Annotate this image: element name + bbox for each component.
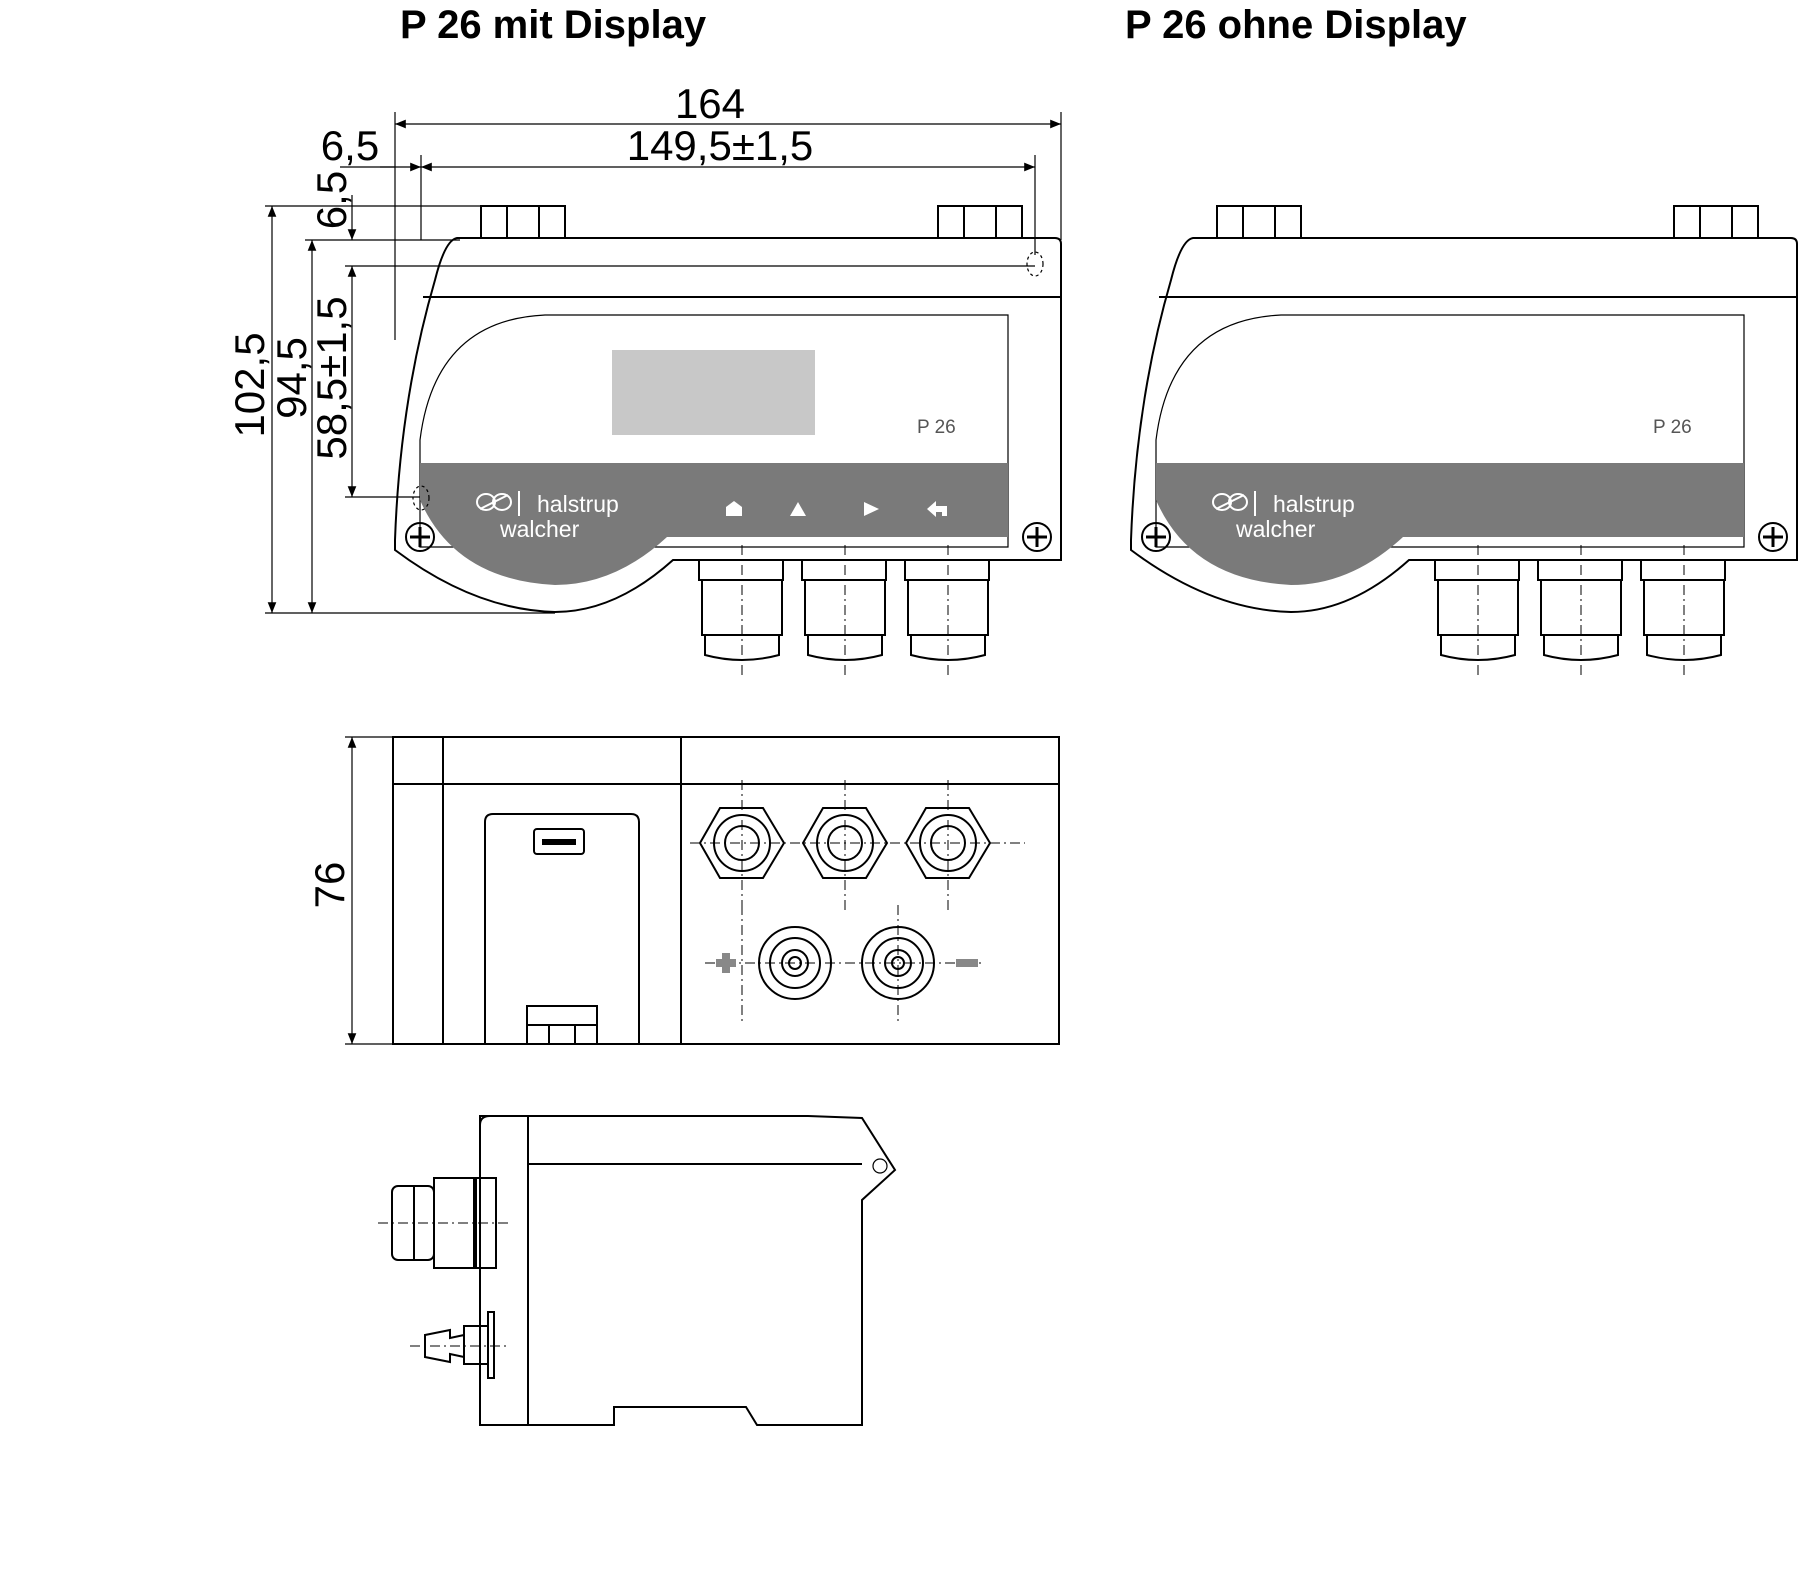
control-buttons — [726, 501, 947, 517]
plus-minus-icons — [716, 953, 978, 973]
display-window — [612, 350, 815, 435]
front-view-without-display: halstrup walcher P 26 — [1129, 204, 1799, 680]
bottom-view: 76 — [306, 736, 1060, 1045]
dim-body-height: 94,5 — [268, 337, 315, 419]
usb-port-icon — [533, 828, 585, 855]
side-view — [378, 1115, 897, 1426]
up-arrow-icon — [790, 502, 806, 516]
brand-name-top: halstrup — [537, 491, 619, 517]
dim-overall-width: 164 — [675, 80, 745, 127]
dim-mount-width: 149,5±1,5 — [627, 122, 814, 169]
dim-top-offset: 6,5 — [308, 171, 355, 229]
model-label: P 26 — [917, 417, 956, 438]
title-with-display: P 26 mit Display — [400, 3, 707, 47]
dim-mount-height: 58,5±1,5 — [308, 296, 355, 459]
brand-name-bottom: walcher — [499, 516, 580, 542]
model-label-2: P 26 — [1653, 417, 1692, 438]
right-arrow-icon — [864, 502, 879, 516]
title-without-display: P 26 ohne Display — [1125, 3, 1467, 47]
back-icon — [927, 501, 947, 517]
dim-overall-height: 102,5 — [226, 332, 273, 437]
brand-name-bottom-2: walcher — [1235, 516, 1316, 542]
dimension-lines: 164 149,5±1,5 6,5 102,5 94,5 58,5±1,5 6,… — [226, 80, 1062, 614]
dim-depth: 76 — [306, 862, 353, 909]
home-icon — [726, 501, 742, 516]
brand-name-top-2: halstrup — [1273, 491, 1355, 517]
dim-side-offset: 6,5 — [321, 122, 379, 169]
front-view-with-display: halstrup walcher P 26 — [393, 204, 1063, 680]
